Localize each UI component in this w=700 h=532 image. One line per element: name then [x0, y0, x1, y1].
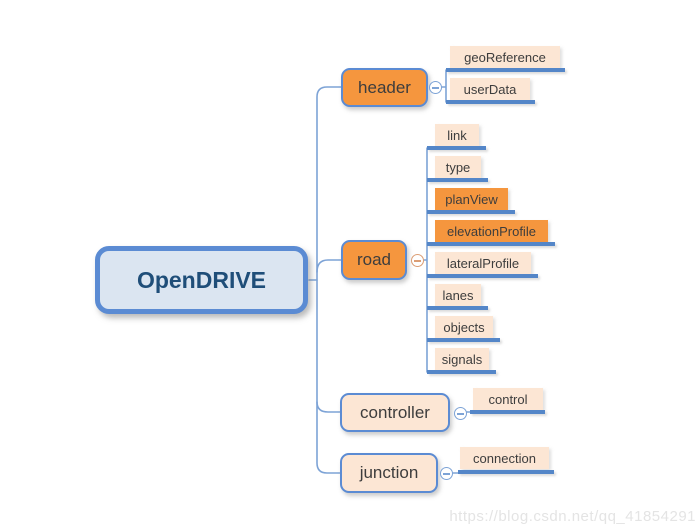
node-lanes[interactable]: lanes [435, 284, 481, 306]
node-link-label: link [447, 127, 467, 143]
node-signals[interactable]: signals [435, 348, 489, 370]
underline [427, 274, 538, 278]
node-connection-label: connection [473, 450, 536, 466]
node-georeference[interactable]: geoReference [450, 46, 560, 68]
node-junction[interactable]: junction [340, 453, 438, 493]
node-road-label: road [356, 250, 392, 269]
node-elevationprofile-label: elevationProfile [447, 223, 536, 239]
underline [458, 470, 554, 474]
node-userdata[interactable]: userData [450, 78, 530, 100]
minus-glyph [414, 259, 421, 262]
node-userdata-label: userData [463, 81, 517, 97]
node-header[interactable]: header [341, 68, 428, 107]
node-connection[interactable]: connection [460, 447, 549, 469]
node-lateralprofile-label: lateralProfile [446, 255, 520, 271]
node-georeference-label: geoReference [464, 49, 546, 65]
collapse-minus-icon[interactable] [440, 467, 453, 480]
node-opendrive-label: OpenDRIVE [136, 266, 267, 293]
node-link[interactable]: link [435, 124, 479, 146]
collapse-minus-icon[interactable] [429, 81, 442, 94]
underline [427, 338, 500, 342]
collapse-minus-icon[interactable] [411, 254, 424, 267]
underline [427, 242, 555, 246]
underline [427, 146, 486, 150]
node-elevationprofile[interactable]: elevationProfile [435, 220, 548, 242]
minus-glyph [457, 412, 464, 415]
collapse-minus-icon[interactable] [454, 407, 467, 420]
underline [446, 100, 535, 104]
node-type[interactable]: type [435, 156, 481, 178]
node-controller[interactable]: controller [340, 393, 450, 432]
node-lanes-label: lanes [442, 287, 474, 303]
node-control-label: control [488, 391, 528, 407]
node-junction-label: junction [359, 463, 419, 482]
node-opendrive[interactable]: OpenDRIVE [95, 246, 308, 314]
node-control[interactable]: control [473, 388, 543, 410]
minus-glyph [443, 472, 450, 475]
underline [446, 68, 565, 72]
node-planview-label: planView [445, 191, 498, 207]
underline [470, 410, 545, 414]
csdn-watermark: https://blog.csdn.net/qq_41854291 [449, 508, 696, 525]
underline [427, 370, 496, 374]
node-header-label: header [358, 77, 411, 97]
underline [427, 210, 515, 214]
node-objects[interactable]: objects [435, 316, 493, 338]
node-controller-label: controller [360, 402, 430, 422]
node-lateralprofile[interactable]: lateralProfile [435, 252, 531, 274]
underline [427, 178, 488, 182]
node-road[interactable]: road [341, 240, 407, 280]
node-objects-label: objects [443, 319, 485, 335]
node-planview[interactable]: planView [435, 188, 508, 210]
minus-glyph [432, 86, 439, 89]
node-type-label: type [445, 159, 471, 175]
underline [427, 306, 488, 310]
node-signals-label: signals [441, 351, 483, 367]
